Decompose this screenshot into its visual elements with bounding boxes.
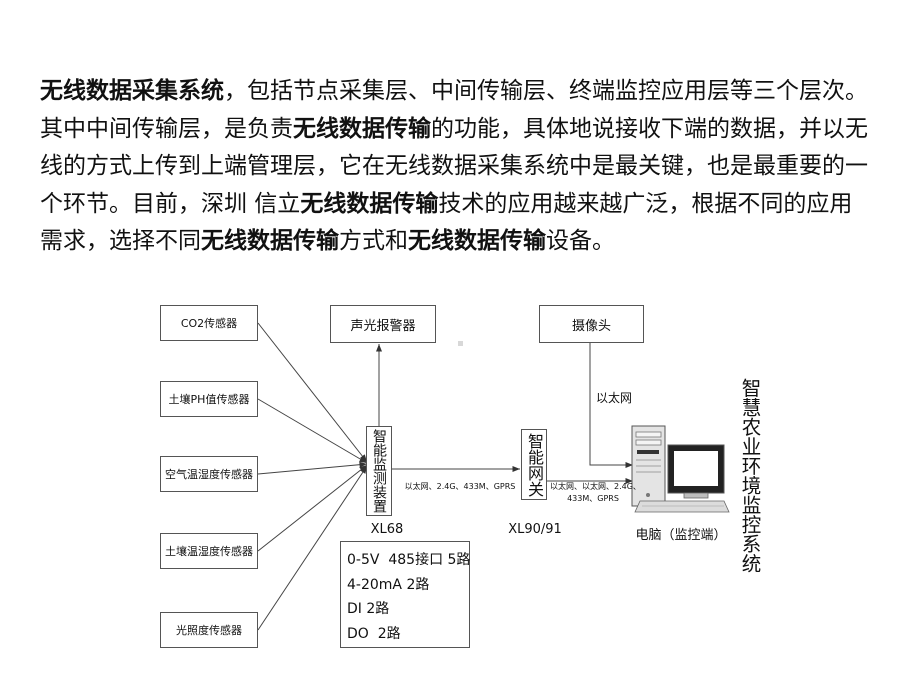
sensor-label: 土壤PH值传感器 (168, 393, 250, 406)
text-run: 技术的应用越来越广泛，根据不同的应用 (438, 190, 853, 217)
sensor-label: CO2传感器 (180, 317, 238, 330)
text-run: 其中中间传输层，是负责 (40, 115, 293, 142)
link-gateway-computer-label-1: 以太网、以太网、2.4G、 (550, 482, 641, 491)
link-device-gateway-label: 以太网、2.4G、433M、GPRS (404, 482, 516, 491)
arrow-soil-temp-to-device (257, 464, 368, 552)
decorative-dot (458, 341, 463, 346)
alarm-label: 声光报警器 (350, 318, 416, 334)
arrow-light-to-device (257, 465, 368, 631)
computer-icon (631, 425, 730, 513)
sensor-air-temp-humidity: 空气温湿度传感器 (160, 456, 258, 492)
monitor-device-label: 智能监测装置 (371, 429, 387, 513)
camera-box: 摄像头 (539, 305, 644, 343)
bold-term: 无线数据传输 (201, 228, 339, 254)
sensor-soil-ph: 土壤PH值传感器 (160, 381, 258, 417)
io-spec-line: DO 2路 (347, 625, 401, 642)
gateway-label: 智能网关 (525, 432, 544, 497)
gateway-model: XL90/91 (508, 522, 562, 537)
computer-label: 电脑（监控端） (635, 528, 727, 543)
paragraph-line-1: 无线数据采集系统，包括节点采集层、中间传输层、终端监控应用层等三个层次。 (40, 73, 868, 111)
sensor-soil-temp-humidity: 土壤温湿度传感器 (160, 533, 258, 569)
io-spec-line: 4-20mA 2路 (347, 576, 430, 593)
sensor-label: 光照度传感器 (176, 624, 242, 637)
sensor-label: 土壤温湿度传感器 (165, 545, 253, 558)
text-run: 方式和 (339, 228, 408, 254)
monitor-device-box: 智能监测装置 (366, 426, 392, 516)
bold-term: 无线数据传输 (293, 115, 431, 142)
sensor-light: 光照度传感器 (160, 612, 258, 648)
arrow-air-temp-to-device (257, 461, 368, 475)
arrow-soil-ph-to-device (257, 398, 368, 464)
gateway-box: 智能网关 (521, 429, 547, 500)
arrow-camera-to-computer (589, 343, 633, 468)
sensor-co2: CO2传感器 (160, 305, 258, 341)
paragraph-line-5: 需求，选择不同无线数据传输方式和无线数据传输设备。 (40, 223, 868, 261)
io-spec-line: 0-5V 485接口 5路 (347, 552, 471, 568)
camera-label: 摄像头 (571, 318, 611, 334)
text-run: 个环节。目前，深圳 信立 (40, 190, 301, 217)
bold-term: 无线数据传输 (300, 190, 439, 217)
link-gateway-computer-label-2: 433M、GPRS (567, 494, 619, 503)
text-run: 的功能，具体地说接收下端的数据，并以无 (431, 115, 868, 142)
intro-paragraph: 无线数据采集系统，包括节点采集层、中间传输层、终端监控应用层等三个层次。 其中中… (40, 73, 868, 261)
text-run: 线的方式上传到上端管理层，它在无线数据采集系统中是最关键，也是最重要的一 (40, 153, 868, 179)
text-run: 设备。 (546, 228, 615, 254)
io-spec-box: 0-5V 485接口 5路 4-20mA 2路 DI 2路 DO 2路 (340, 541, 470, 648)
camera-link-label: 以太网 (595, 391, 632, 405)
monitor-device-model: XL68 (370, 522, 404, 537)
text-run: ，包括节点采集层、中间传输层、终端监控应用层等三个层次。 (224, 78, 868, 104)
paragraph-line-3: 线的方式上传到上端管理层，它在无线数据采集系统中是最关键，也是最重要的一 (40, 148, 868, 186)
bold-term: 无线数据采集系统 (40, 78, 224, 104)
bold-term: 无线数据传输 (408, 228, 546, 254)
text-run: 需求，选择不同 (40, 228, 201, 254)
alarm-box: 声光报警器 (330, 305, 436, 343)
io-spec-line: DI 2路 (347, 601, 390, 617)
arrow-co2-to-device (257, 322, 368, 463)
paragraph-line-2: 其中中间传输层，是负责无线数据传输的功能，具体地说接收下端的数据，并以无 (40, 111, 868, 149)
system-title: 智慧农业环境监控系统 (738, 378, 761, 573)
paragraph-line-4: 个环节。目前，深圳 信立无线数据传输技术的应用越来越广泛，根据不同的应用 (40, 186, 868, 224)
sensor-label: 空气温湿度传感器 (165, 468, 253, 481)
